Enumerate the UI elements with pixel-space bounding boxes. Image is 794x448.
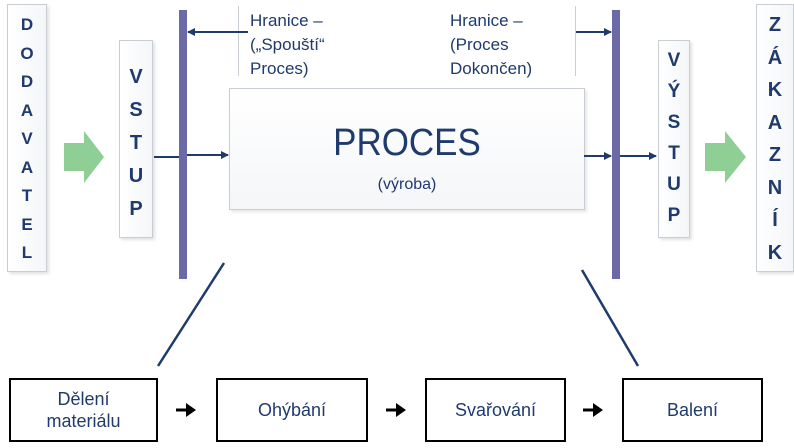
green-arrow-icon xyxy=(64,131,104,183)
process-box: PROCES (výroba) xyxy=(229,88,585,210)
green-arrow-icon xyxy=(705,131,746,183)
step-arrow-icon xyxy=(583,403,603,417)
end-boundary-bar xyxy=(612,10,620,279)
end-boundary-label: Hranice – (Proces Dokončen) xyxy=(450,11,533,78)
step-arrow-icon xyxy=(386,403,406,417)
step-arrow-icon xyxy=(176,403,196,417)
start-boundary-label: Hranice – („Spouští“ Proces) xyxy=(250,11,325,78)
process-subtitle: (výroba) xyxy=(377,176,437,193)
zoom-line-right xyxy=(580,269,640,367)
step-welding: Svařování xyxy=(425,378,566,442)
zoom-line-left xyxy=(156,262,226,367)
start-boundary-bar xyxy=(179,10,187,279)
step-packing: Balení xyxy=(622,378,763,442)
process-title: PROCES xyxy=(333,122,481,164)
step-bending: Ohýbání xyxy=(216,378,368,442)
